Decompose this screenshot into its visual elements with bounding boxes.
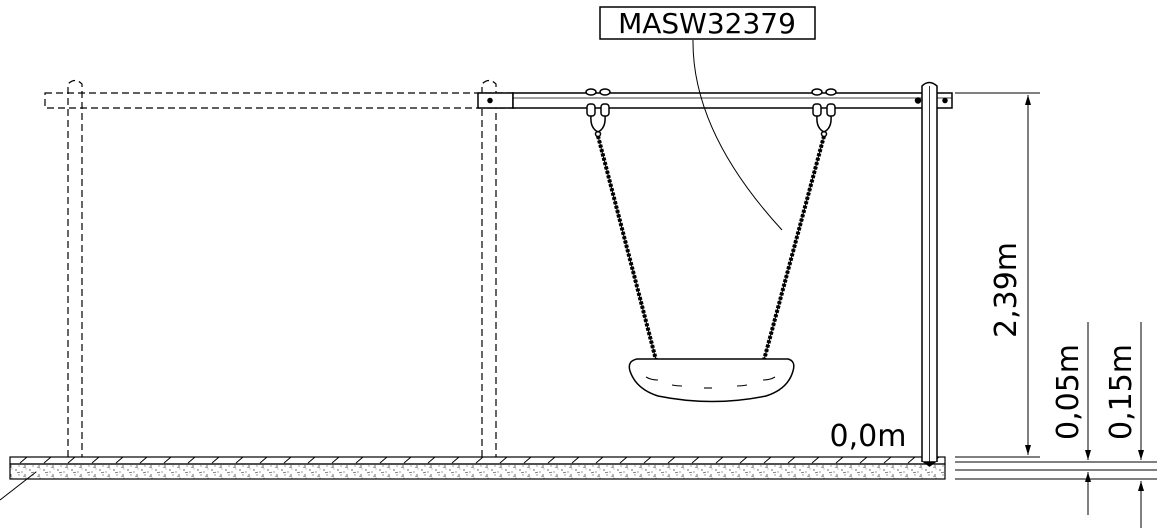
dimension-swing-height-label: 2,39m: [989, 242, 1024, 338]
extension-beam: [44, 92, 516, 109]
extension-post-middle: [481, 79, 497, 457]
ground-hatching: [19, 456, 940, 464]
part-label-box: [599, 6, 816, 40]
ground: [0, 456, 946, 501]
swing-chains: [596, 135, 826, 361]
beam-connector: [477, 92, 514, 109]
ground-gravel-layer: [9, 463, 946, 480]
top-beam: [477, 92, 953, 109]
part-label: MASW32379: [618, 7, 796, 40]
swing-hangers: [585, 88, 837, 138]
ground-level-label: 0,0m: [830, 419, 907, 454]
front-post: [921, 81, 938, 467]
beam-body: [512, 92, 953, 109]
swing-seat: [628, 358, 795, 403]
ground-leader-line: [0, 471, 37, 501]
ground-surface-band: [9, 456, 946, 465]
extension-post-left: [67, 79, 83, 457]
part-label-leader: [692, 39, 783, 231]
extension-frame-dashed: [44, 79, 516, 457]
dimension-swing-height: [955, 92, 1040, 458]
ground-reference-lines: [955, 461, 1157, 480]
dimension-depth-a-label: 0,05m: [1051, 344, 1086, 440]
part-label-callout: MASW32379: [599, 6, 816, 231]
dimension-depth-b-label: 0,15m: [1104, 344, 1139, 440]
